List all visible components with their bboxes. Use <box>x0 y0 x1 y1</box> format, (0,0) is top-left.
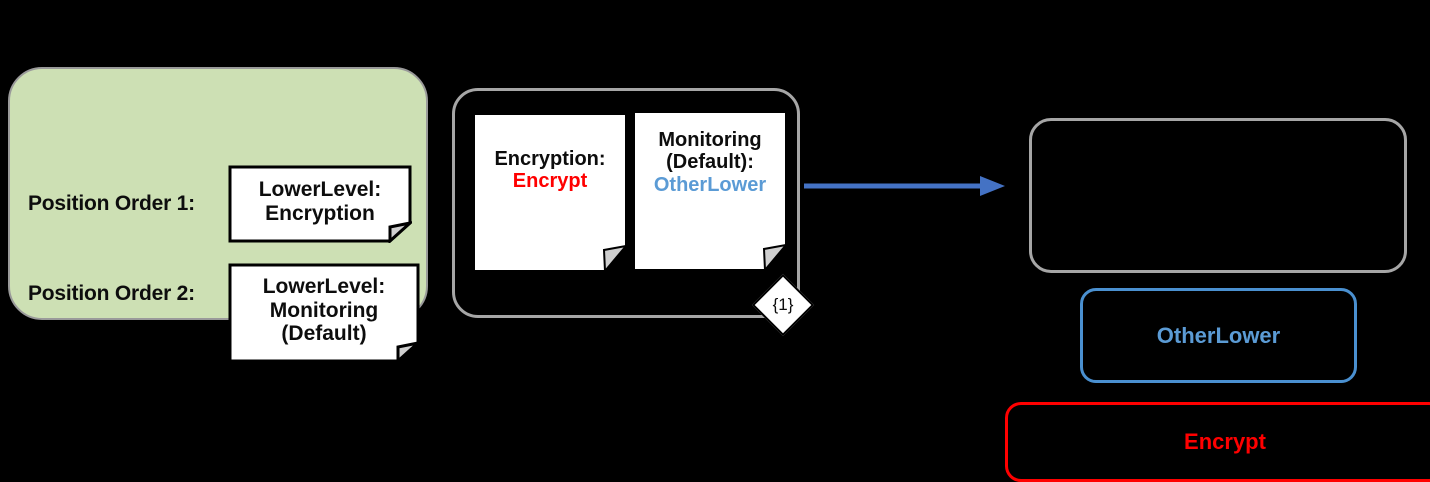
note-monitoring-value: Monitoring (Default): OtherLower <box>634 112 786 270</box>
note-key: Monitoring <box>658 129 762 151</box>
flow-arrow-icon <box>804 176 1005 196</box>
note-monitoring-value-text: Monitoring (Default): OtherLower <box>634 129 786 196</box>
otherlower-box: OtherLower <box>1080 288 1357 383</box>
note-line: LowerLevel: <box>258 178 382 201</box>
multiplicity-label: {1} <box>772 295 794 314</box>
note-line: Encryption <box>265 201 375 225</box>
note-lowerlevel-monitoring-text: LowerLevel: Monitoring (Default) <box>228 275 420 346</box>
otherlower-box-label: OtherLower <box>1156 322 1281 348</box>
note-value: OtherLower <box>653 173 767 196</box>
note-line: Monitoring <box>269 298 379 322</box>
diagram-canvas: Position Order 1: Position Order 2: Lowe… <box>8 67 1430 482</box>
note-lowerlevel-encryption: LowerLevel: Encryption <box>228 165 412 243</box>
position-order-panel: Position Order 1: Position Order 2: Lowe… <box>8 67 428 363</box>
note-key: (Default): <box>666 151 754 174</box>
note-encryption-value-text: Encryption: Encrypt <box>474 148 626 193</box>
note-lowerlevel-monitoring: LowerLevel: Monitoring (Default) <box>228 263 420 363</box>
position-order-1-label: Position Order 1: <box>28 192 195 215</box>
note-shape-icon <box>474 114 626 271</box>
encrypt-box-label: Encrypt <box>1184 429 1266 454</box>
multiplicity-diamond: {1} <box>751 273 815 337</box>
note-line: LowerLevel: <box>262 275 386 298</box>
note-shape-icon <box>634 112 786 270</box>
position-order-2-label: Position Order 2: <box>28 282 195 305</box>
encrypt-box: Encrypt <box>1005 402 1430 482</box>
note-key: Encryption: <box>494 148 606 170</box>
note-line: (Default) <box>281 322 367 346</box>
target-empty-box <box>1029 118 1407 273</box>
note-value: Encrypt <box>512 170 588 193</box>
note-lowerlevel-encryption-text: LowerLevel: Encryption <box>228 178 412 225</box>
note-shape-icon <box>228 263 420 363</box>
note-encryption-value: Encryption: Encrypt <box>474 114 626 271</box>
note-shape-icon <box>228 165 412 243</box>
slot-values-container <box>452 88 800 318</box>
